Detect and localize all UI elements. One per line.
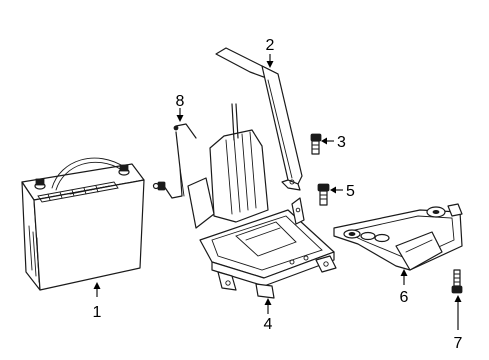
callout-8: 8	[176, 93, 185, 122]
hold-down-rod[interactable]	[152, 123, 197, 199]
callout-number-3: 3	[337, 134, 346, 151]
bolt-5[interactable]	[317, 183, 330, 206]
callout-7: 7	[454, 295, 463, 352]
tray-support-bracket[interactable]	[333, 203, 463, 271]
callout-4: 4	[264, 298, 273, 333]
stud-bolt[interactable]	[451, 269, 463, 294]
hold-down-clamp[interactable]	[215, 47, 303, 191]
callout-6: 6	[400, 269, 409, 306]
callout-number-1: 1	[93, 304, 102, 321]
callout-number-5: 5	[346, 183, 355, 200]
positive-terminal	[34, 178, 46, 190]
callout-number-4: 4	[264, 316, 273, 333]
callout-number-7: 7	[454, 335, 463, 352]
callout-number-8: 8	[176, 93, 185, 110]
negative-terminal	[118, 164, 130, 176]
battery-tray[interactable]	[187, 103, 337, 299]
battery[interactable]	[21, 157, 145, 291]
callout-number-6: 6	[400, 289, 409, 306]
bolt-3[interactable]	[310, 133, 322, 155]
callout-1: 1	[93, 282, 102, 321]
callout-number-2: 2	[266, 37, 275, 54]
callout-5: 5	[330, 183, 355, 200]
callout-2: 2	[266, 37, 275, 68]
callout-3: 3	[321, 134, 346, 151]
